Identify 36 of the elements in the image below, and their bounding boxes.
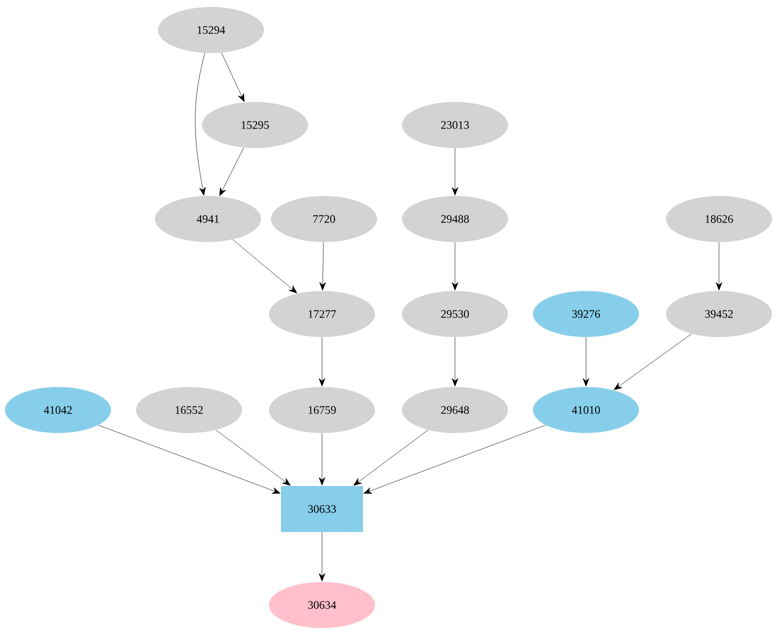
ellipse-node: 23013 bbox=[402, 102, 508, 148]
arrow bbox=[98, 424, 280, 494]
ellipse-node: 4941 bbox=[155, 196, 261, 242]
ellipse-node: 41042 bbox=[5, 387, 111, 433]
ellipse-node: 16552 bbox=[136, 387, 242, 433]
ellipse-node: 29648 bbox=[402, 387, 508, 433]
arrow bbox=[232, 239, 298, 294]
arrow bbox=[452, 148, 458, 196]
arrow bbox=[364, 424, 546, 494]
arrow bbox=[219, 147, 244, 196]
ellipse-node: 30634 bbox=[269, 582, 375, 628]
ellipse-node: 7720 bbox=[271, 196, 377, 242]
ellipse-node: 41010 bbox=[533, 387, 639, 433]
ellipse-node: 18626 bbox=[666, 196, 772, 242]
arrow bbox=[716, 242, 722, 290]
arrow bbox=[353, 430, 428, 486]
arrow bbox=[614, 334, 692, 390]
ellipse-node: 15295 bbox=[202, 102, 308, 148]
ellipse-node: 15294 bbox=[158, 7, 264, 53]
ellipse-node: 29530 bbox=[402, 291, 508, 337]
process-box: 30633 bbox=[281, 486, 363, 532]
arrow bbox=[452, 337, 458, 386]
arrow bbox=[221, 52, 244, 102]
arrow bbox=[319, 242, 326, 290]
arrow bbox=[318, 532, 326, 582]
arrow bbox=[194, 52, 206, 196]
ellipse-node: 16759 bbox=[269, 387, 375, 433]
arrow bbox=[318, 337, 326, 386]
ellipse-node: 29488 bbox=[402, 196, 508, 242]
arrow bbox=[452, 242, 458, 290]
arrow bbox=[318, 433, 326, 486]
arrow bbox=[216, 430, 291, 486]
ellipse-node: 39452 bbox=[666, 291, 772, 337]
arrow bbox=[582, 337, 590, 386]
ellipse-node: 17277 bbox=[269, 291, 375, 337]
ellipse-node: 39276 bbox=[533, 291, 639, 337]
